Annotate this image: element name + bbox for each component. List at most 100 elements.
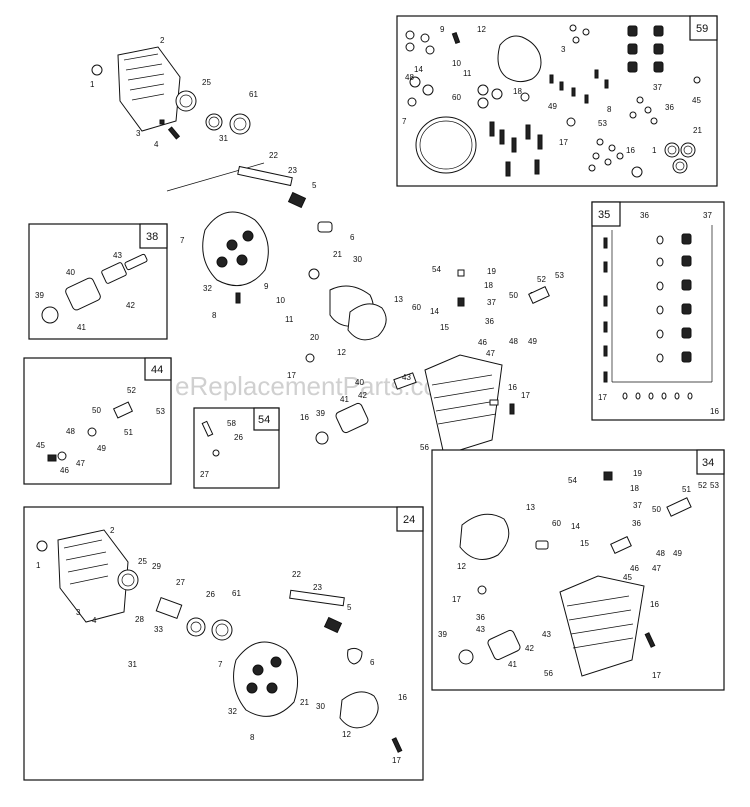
svg-text:26: 26 [206, 590, 215, 599]
svg-text:36: 36 [665, 103, 674, 112]
svg-text:46: 46 [630, 564, 639, 573]
svg-text:61: 61 [249, 90, 258, 99]
kit-box-34: 34 54 19 18 37 36 13 60 14 15 12 50 51 5… [431, 449, 725, 691]
svg-text:48: 48 [66, 427, 75, 436]
kit-box-44-id: 44 [151, 364, 163, 376]
svg-text:61: 61 [232, 589, 241, 598]
box35-rows [603, 225, 713, 400]
kit-box-54-id: 54 [258, 414, 270, 426]
svg-text:15: 15 [440, 323, 449, 332]
svg-text:18: 18 [513, 87, 522, 96]
kit-box-35-id: 35 [598, 209, 610, 221]
svg-text:17: 17 [521, 391, 530, 400]
svg-text:53: 53 [710, 481, 719, 490]
svg-text:32: 32 [203, 284, 212, 293]
svg-text:48: 48 [509, 337, 518, 346]
svg-text:56: 56 [544, 669, 553, 678]
box59-labels: 9 12 3 14 10 11 8 37 45 48 18 49 7 53 17… [402, 25, 702, 155]
kit-box-44: 44 52 53 50 51 48 49 45 47 46 [23, 357, 172, 485]
svg-text:18: 18 [484, 281, 493, 290]
svg-text:8: 8 [607, 105, 612, 114]
kit-box-59-id: 59 [696, 23, 708, 35]
svg-text:54: 54 [432, 265, 441, 274]
kit-box-24-id: 24 [403, 514, 415, 526]
svg-text:12: 12 [342, 730, 351, 739]
svg-text:2: 2 [160, 36, 165, 45]
svg-text:7: 7 [218, 660, 223, 669]
svg-text:42: 42 [126, 301, 135, 310]
svg-text:51: 51 [682, 485, 691, 494]
svg-text:40: 40 [66, 268, 75, 277]
kit-box-38: 38 40 43 42 39 41 [28, 223, 168, 340]
svg-text:49: 49 [673, 549, 682, 558]
kit-box-38-id: 38 [146, 231, 158, 243]
svg-text:31: 31 [219, 134, 228, 143]
svg-text:16: 16 [650, 600, 659, 609]
svg-text:46: 46 [478, 338, 487, 347]
svg-text:4: 4 [154, 140, 159, 149]
svg-text:15: 15 [580, 539, 589, 548]
svg-text:11: 11 [463, 69, 472, 78]
svg-text:7: 7 [180, 236, 185, 245]
svg-text:1: 1 [36, 561, 41, 570]
manifold-24 [233, 641, 299, 717]
svg-text:47: 47 [486, 349, 495, 358]
box59-screws [451, 31, 609, 177]
svg-text:12: 12 [337, 348, 346, 357]
svg-text:60: 60 [412, 303, 421, 312]
svg-text:17: 17 [559, 138, 568, 147]
svg-text:9: 9 [264, 282, 269, 291]
svg-text:48: 48 [405, 73, 414, 82]
svg-text:45: 45 [36, 441, 45, 450]
svg-text:46: 46 [60, 466, 69, 475]
svg-text:47: 47 [652, 564, 661, 573]
svg-text:23: 23 [288, 166, 297, 175]
svg-text:18: 18 [630, 484, 639, 493]
svg-text:21: 21 [300, 698, 309, 707]
svg-text:41: 41 [508, 660, 517, 669]
svg-text:17: 17 [452, 595, 461, 604]
svg-text:1: 1 [90, 80, 95, 89]
svg-text:45: 45 [623, 573, 632, 582]
svg-text:54: 54 [568, 476, 577, 485]
svg-text:39: 39 [316, 409, 325, 418]
svg-text:45: 45 [692, 96, 701, 105]
svg-text:5: 5 [312, 181, 317, 190]
top-assembly: 2 1 25 61 3 4 31 22 23 5 7 6 32 9 21 30 … [90, 36, 564, 456]
svg-text:43: 43 [402, 373, 411, 382]
svg-text:37: 37 [487, 298, 496, 307]
svg-text:58: 58 [227, 419, 236, 428]
kit-box-35: 35 36 37 17 16 [591, 201, 725, 421]
svg-text:53: 53 [156, 407, 165, 416]
svg-text:49: 49 [97, 444, 106, 453]
svg-text:14: 14 [414, 65, 423, 74]
svg-text:37: 37 [653, 83, 662, 92]
svg-text:43: 43 [476, 625, 485, 634]
svg-text:37: 37 [703, 211, 712, 220]
kit-box-24: 24 2 1 25 29 27 28 33 26 61 3 4 31 22 23… [23, 506, 424, 781]
svg-text:3: 3 [76, 608, 81, 617]
svg-text:10: 10 [452, 59, 461, 68]
svg-text:56: 56 [420, 443, 429, 452]
kit-box-34-id: 34 [702, 457, 714, 469]
box59-valves [627, 25, 664, 73]
svg-text:26: 26 [234, 433, 243, 442]
svg-text:7: 7 [402, 117, 407, 126]
svg-text:14: 14 [571, 522, 580, 531]
svg-text:36: 36 [632, 519, 641, 528]
svg-text:42: 42 [525, 644, 534, 653]
svg-text:8: 8 [212, 311, 217, 320]
svg-text:49: 49 [548, 102, 557, 111]
svg-text:6: 6 [350, 233, 355, 242]
svg-text:51: 51 [124, 428, 133, 437]
gasket-34 [459, 513, 510, 560]
svg-text:50: 50 [509, 291, 518, 300]
watermark: eReplacementParts.com [175, 371, 460, 401]
svg-text:19: 19 [487, 267, 496, 276]
svg-text:21: 21 [333, 250, 342, 259]
large-oring [415, 116, 477, 174]
svg-text:29: 29 [152, 562, 161, 571]
svg-text:60: 60 [452, 93, 461, 102]
svg-text:11: 11 [285, 315, 294, 324]
svg-text:16: 16 [626, 146, 635, 155]
